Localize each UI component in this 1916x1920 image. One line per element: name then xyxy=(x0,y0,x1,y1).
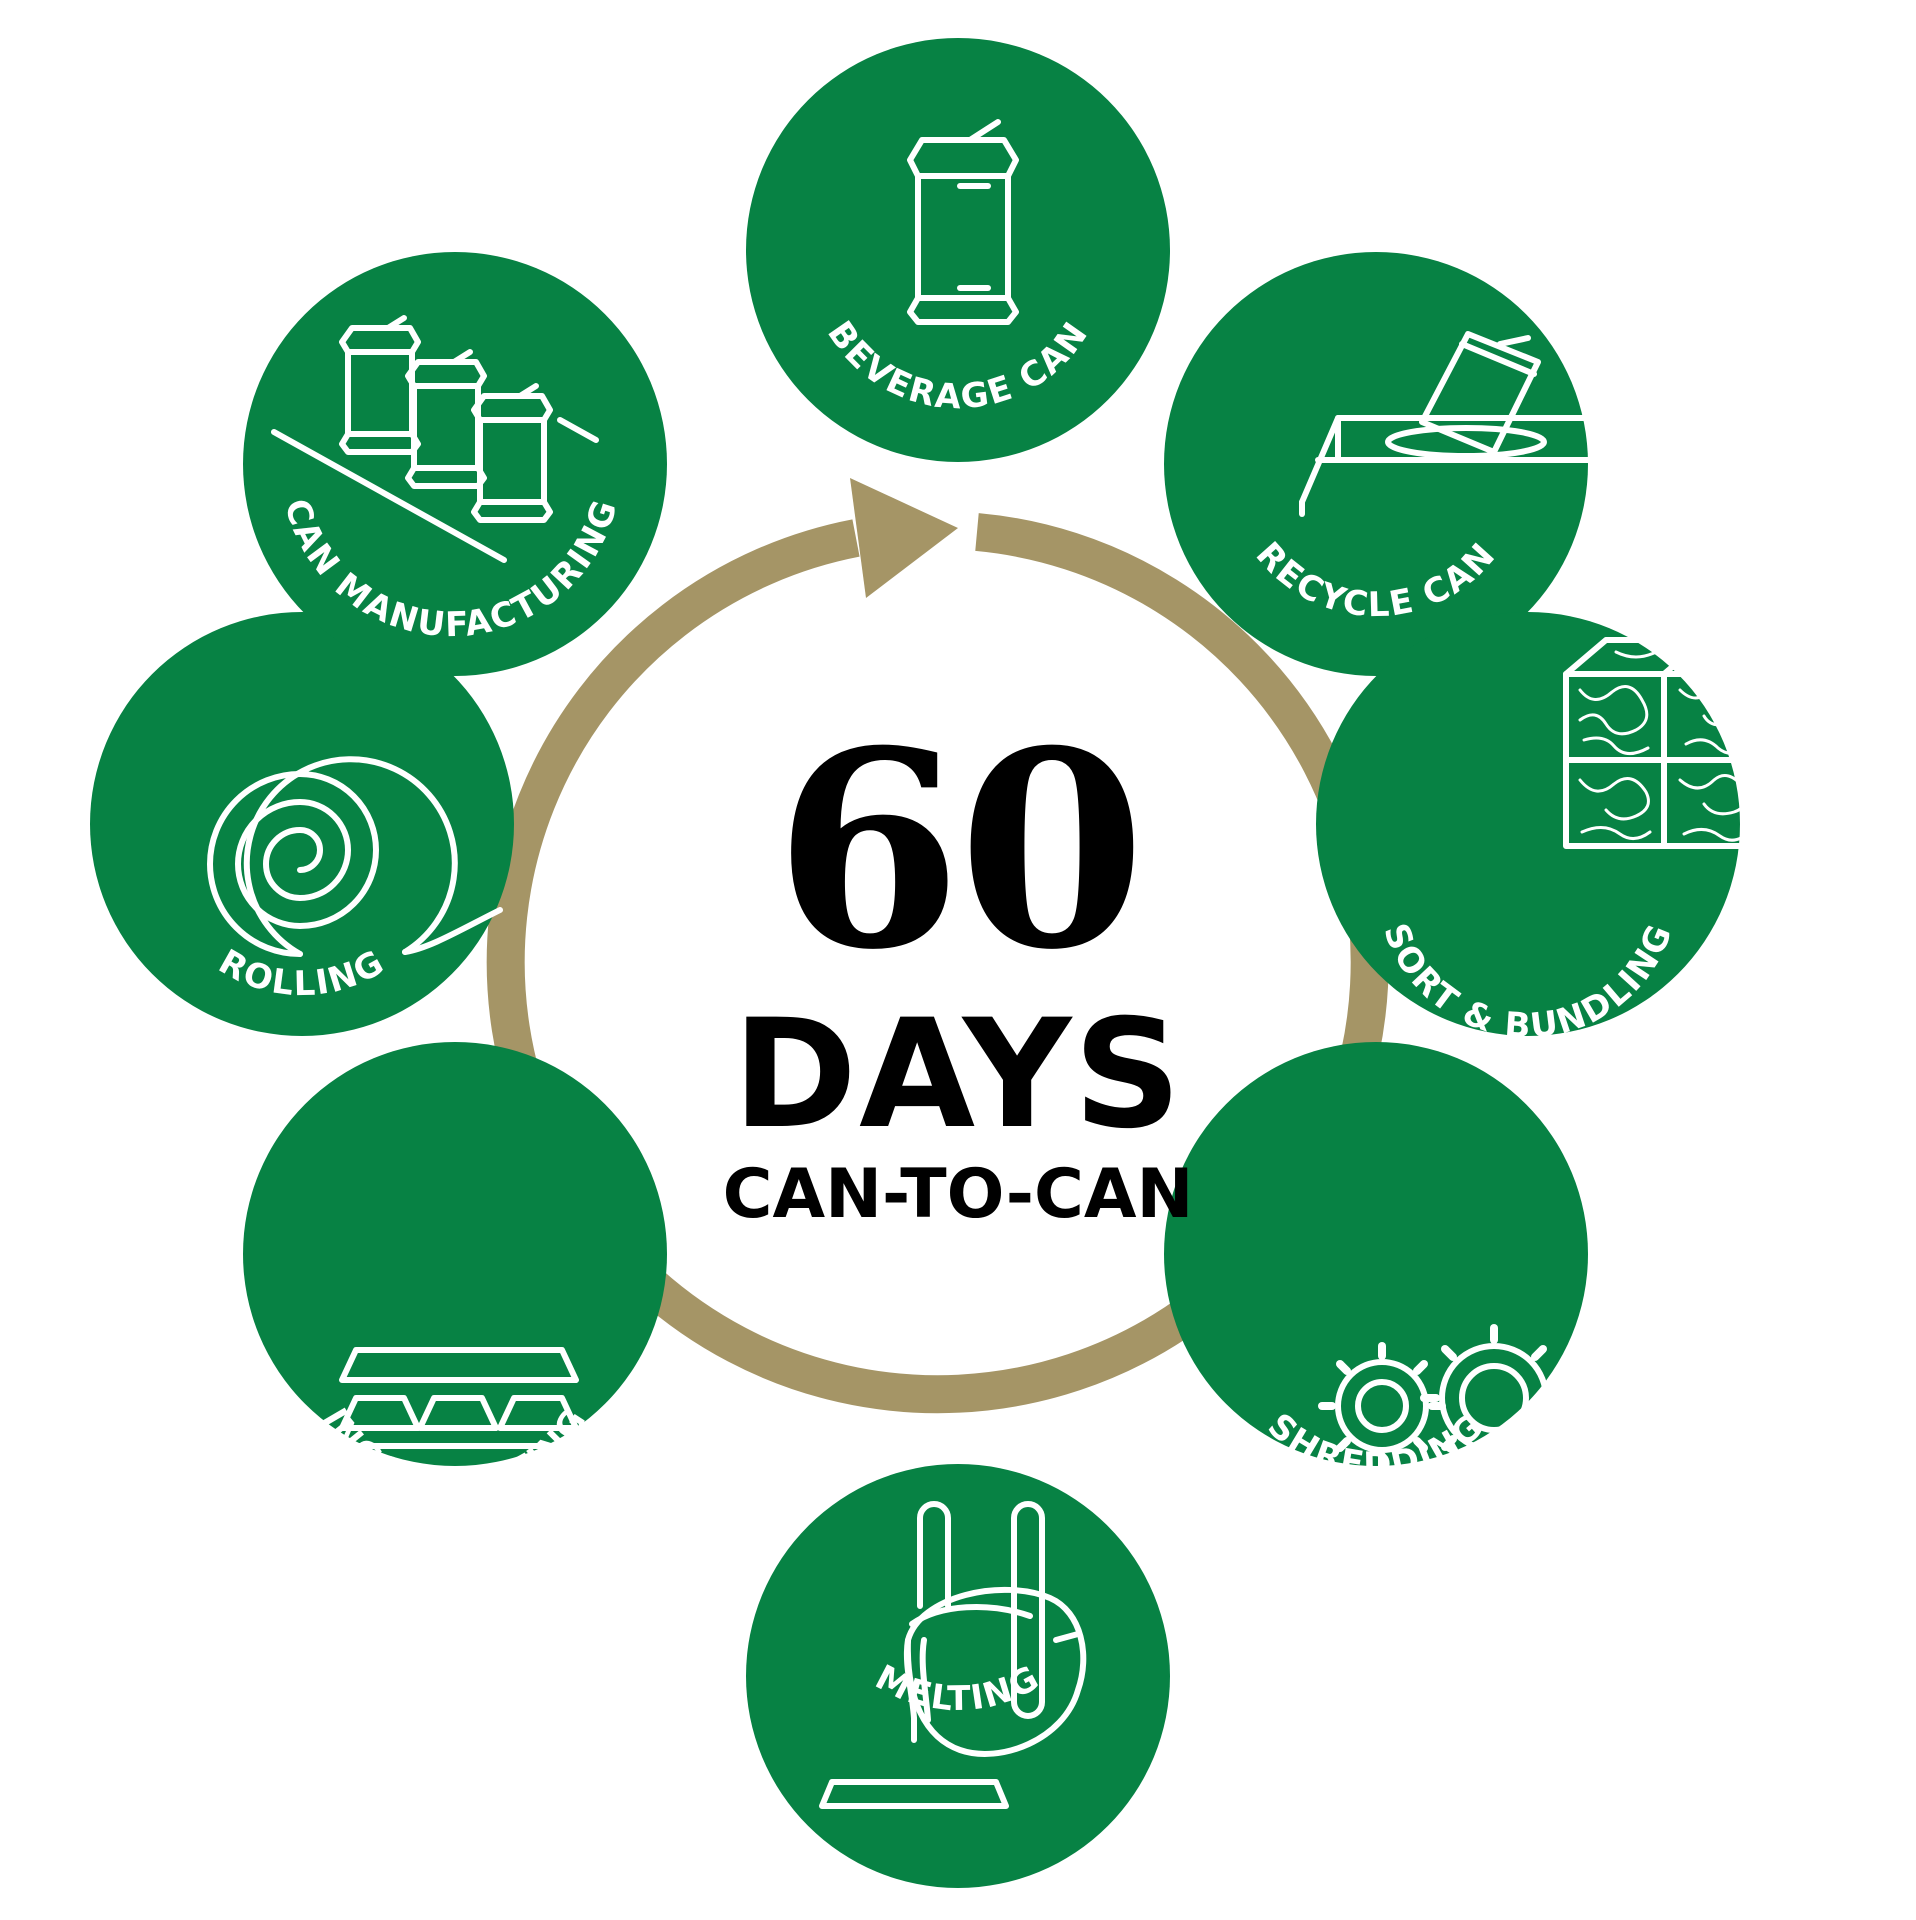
beverage-can-icon xyxy=(907,119,1019,325)
days-number: 60 xyxy=(774,691,1146,1009)
bale-cube-icon xyxy=(1563,637,1805,849)
step-circle-3 xyxy=(1316,612,1740,1036)
step-circle-5 xyxy=(746,1464,1170,1888)
recycle-bin-icon xyxy=(1299,331,1633,517)
step-circle-1 xyxy=(746,38,1170,462)
can-to-can-subtitle: CAN-TO-CAN xyxy=(722,1155,1194,1234)
step-circle-7 xyxy=(90,612,514,1036)
ladle-pour-icon xyxy=(819,1501,1087,1809)
shredder-gears-icon xyxy=(1318,1324,1568,1595)
aluminium-coil-icon xyxy=(207,756,503,957)
can-conveyor-icon xyxy=(271,315,599,563)
step-circle-2 xyxy=(1164,252,1588,676)
cycle-arrow xyxy=(486,513,1389,1414)
cycle-arrowhead-icon xyxy=(850,478,958,598)
step-circles xyxy=(90,38,1740,1888)
days-unit-label: DAYS xyxy=(732,988,1184,1162)
ingot-stack-icon xyxy=(339,1347,579,1529)
step-circle-4 xyxy=(1164,1042,1588,1466)
